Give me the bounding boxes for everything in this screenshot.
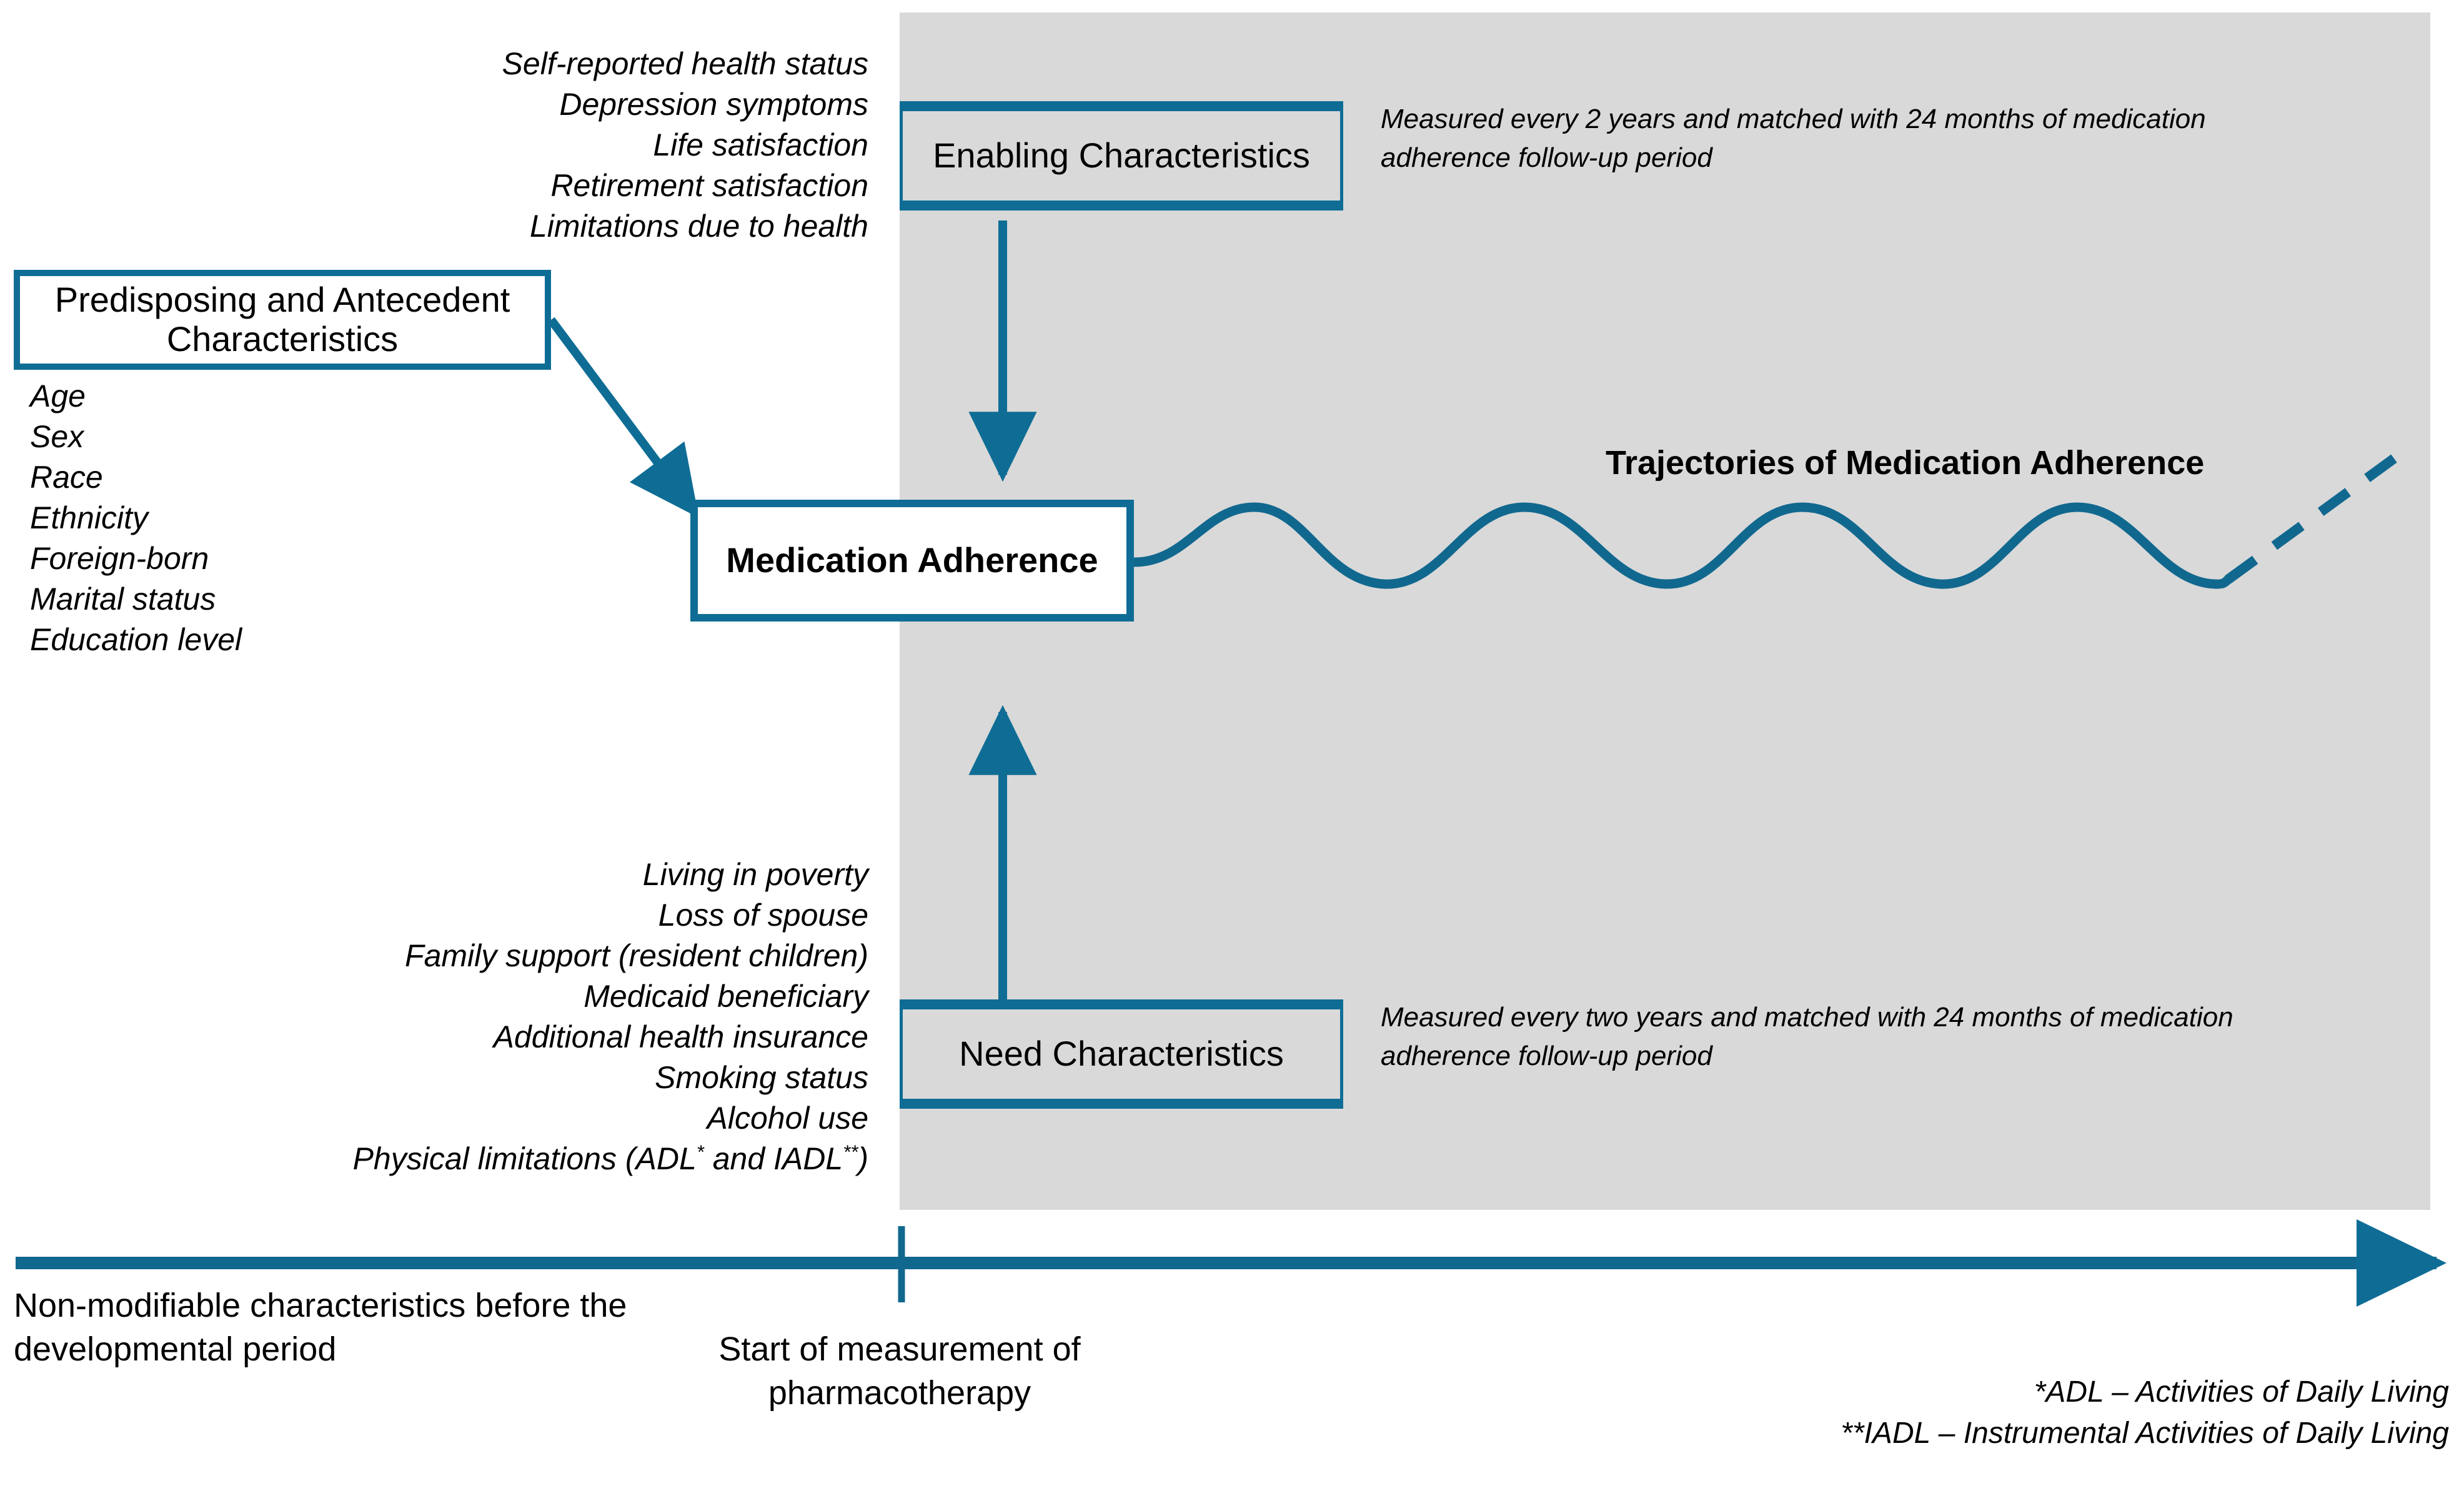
need-characteristics-list: Living in poverty Loss of spouse Family … [225, 854, 868, 1179]
list-item: Education level [30, 622, 242, 657]
list-item: Foreign-born [30, 541, 209, 576]
list-item: Family support (resident children) [405, 938, 868, 973]
predisposing-characteristics-list: Age Sex Race Ethnicity Foreign-born Mari… [30, 376, 467, 660]
list-item: Limitations due to health [529, 209, 868, 244]
list-item: Life satisfaction [653, 127, 868, 162]
physical-limitations-prefix: Physical limitations (ADL [352, 1141, 697, 1176]
physical-limitations-suffix: ) [858, 1141, 868, 1176]
list-item: Additional health insurance [493, 1019, 868, 1054]
enabling-characteristics-box[interactable]: Enabling Characteristics [900, 101, 1343, 211]
list-item: Medicaid beneficiary [584, 979, 868, 1014]
predisposing-characteristics-box[interactable]: Predisposing and Antecedent Characterist… [14, 270, 551, 370]
list-item: Loss of spouse [658, 898, 868, 933]
timeline-start-caption: Start of measurement of pharmacotherapy [718, 1330, 1081, 1412]
list-item: Ethnicity [30, 500, 148, 535]
enabling-measurement-note: Measured every 2 years and matched with … [1381, 104, 2206, 174]
list-item: Self-reported health status [502, 46, 868, 81]
iadl-footnote-marker: ** [843, 1141, 858, 1163]
trajectories-label: Trajectories of Medication Adherence [1606, 444, 2205, 482]
enabling-characteristics-list: Self-reported health status Depression s… [375, 44, 868, 247]
footnote-adl: *ADL – Activities of Daily Living [2034, 1375, 2449, 1409]
footnote-legend: *ADL – Activities of Daily Living **IADL… [1437, 1372, 2449, 1454]
list-item: Sex [30, 419, 84, 454]
physical-limitations-mid: and IADL [703, 1141, 843, 1176]
list-item: Living in poverty [642, 857, 868, 892]
adherence-trajectory-line [1130, 502, 2234, 589]
list-item: Marital status [30, 582, 216, 617]
list-item-physical-limitations: Physical limitations (ADL* and IADL**) [225, 1139, 868, 1179]
medication-adherence-box[interactable]: Medication Adherence [690, 500, 1134, 622]
list-item: Race [30, 460, 103, 495]
list-item: Alcohol use [707, 1101, 869, 1136]
adherence-projection-dashed [2225, 454, 2397, 584]
adl-footnote-marker: * [696, 1141, 704, 1163]
need-characteristics-box[interactable]: Need Characteristics [900, 999, 1343, 1109]
list-item: Age [30, 379, 86, 414]
timeline-left-caption: Non-modifiable characteristics before th… [14, 1287, 627, 1369]
list-item: Retirement satisfaction [550, 168, 868, 203]
footnote-iadl: **IADL – Instrumental Activities of Dail… [1841, 1417, 2449, 1450]
arrow-predisposing-to-adherence [547, 317, 699, 518]
need-measurement-note: Measured every two years and matched wit… [1381, 1002, 2233, 1072]
list-item: Depression symptoms [559, 87, 868, 122]
list-item: Smoking status [655, 1060, 868, 1095]
